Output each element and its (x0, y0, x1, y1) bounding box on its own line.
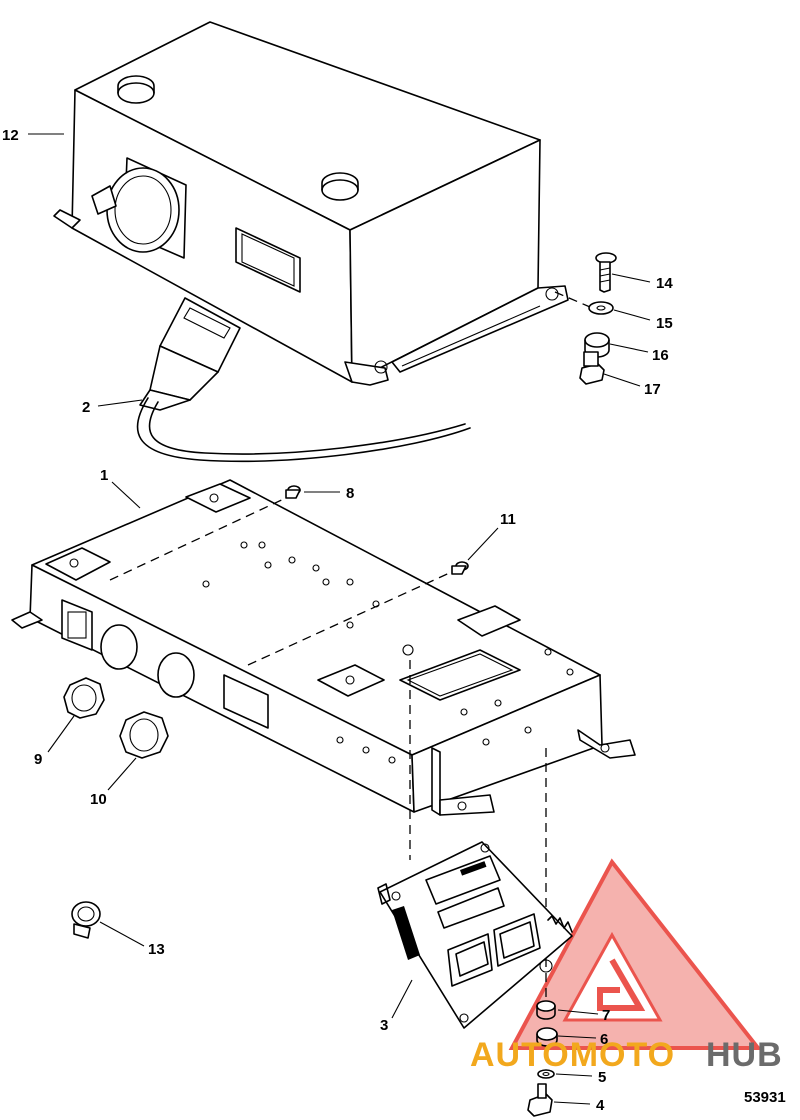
callout-16: 16 (652, 347, 669, 364)
screw-8-icon (285, 485, 301, 499)
leader-lines (28, 133, 651, 1105)
callout-1: 1 (100, 467, 108, 484)
control-module (377, 841, 573, 1029)
callout-8: 8 (346, 485, 354, 502)
callout-14: 14 (656, 275, 673, 292)
nut-9-icon (63, 677, 105, 719)
callout-2: 2 (82, 399, 90, 416)
watermark-logo (508, 858, 763, 1050)
grommet-6-icon (536, 1027, 558, 1047)
bolt-4-icon (527, 1083, 553, 1117)
screw-11-icon (451, 561, 469, 575)
watermark-text: AUTOMOTO HUB (470, 1036, 783, 1074)
bushing-7-icon (536, 1000, 556, 1020)
callout-6: 6 (600, 1031, 608, 1048)
callout-3: 3 (380, 1017, 388, 1034)
callout-13: 13 (148, 941, 165, 958)
mounting-plate (11, 479, 636, 816)
callout-9: 9 (34, 751, 42, 768)
wiring-harness (136, 297, 471, 463)
washer-5-icon (537, 1069, 555, 1079)
callout-11: 11 (500, 511, 516, 528)
nut-17-icon (579, 351, 605, 385)
callout-15: 15 (656, 315, 673, 332)
callout-7: 7 (602, 1007, 610, 1024)
callout-12: 12 (2, 127, 19, 144)
enclosure-box (53, 21, 569, 386)
callout-10: 10 (90, 791, 107, 808)
callout-labels: 12 2 1 8 11 9 10 13 3 14 15 16 17 7 6 5 … (2, 127, 786, 1114)
callout-4: 4 (596, 1097, 605, 1114)
watermark-hub: HUB (706, 1036, 783, 1074)
watermark-automoto: AUTOMOTO (470, 1036, 675, 1074)
washer-15-icon (588, 301, 614, 315)
bolt-14-icon (595, 252, 617, 293)
callout-5: 5 (598, 1069, 606, 1086)
figure-number: 53931 (744, 1089, 786, 1106)
callout-17: 17 (644, 381, 661, 398)
nut-10-icon (119, 711, 169, 759)
clamp-13-icon (71, 901, 101, 939)
